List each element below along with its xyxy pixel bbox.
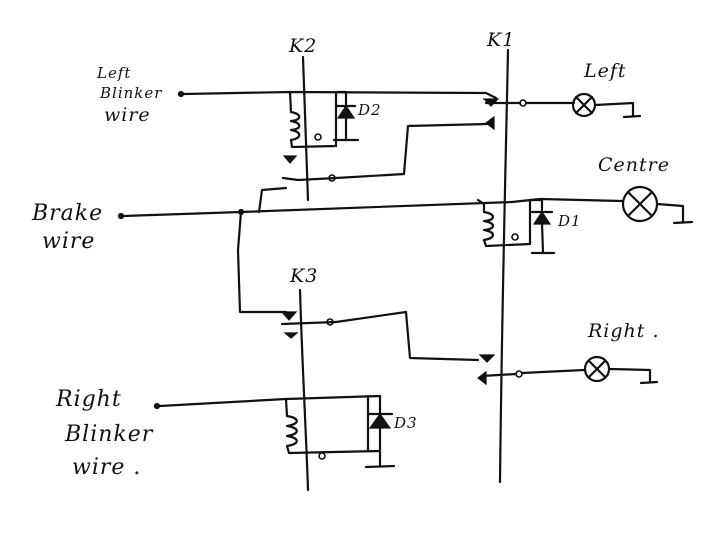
k2-coil [289, 110, 301, 142]
left-blinker-wire [182, 90, 498, 100]
d3-diode [368, 412, 392, 429]
k1-coil [482, 210, 495, 242]
brake-circuit [117, 186, 624, 314]
k1-label: K1 [487, 29, 516, 51]
k3-relay-line [298, 288, 310, 492]
k3-label: K3 [290, 265, 319, 287]
d1-diode [532, 210, 552, 225]
left-blinker-terminal [177, 90, 185, 98]
centre-lamp-label: Centre [598, 154, 670, 176]
right-blinker-wire [158, 394, 382, 408]
left-blinker-circuit [177, 90, 498, 182]
right-blinker-terminal [153, 402, 161, 410]
centre-lamp [621, 185, 694, 225]
left-lamp [571, 92, 642, 119]
d2-diode [336, 104, 356, 119]
left-lamp-label: Left [584, 60, 627, 82]
d2-label: D2 [358, 101, 382, 119]
k3-coil [285, 414, 298, 448]
k1-relay-line [498, 48, 510, 484]
k1-right-contact [477, 368, 586, 386]
brake-wire [122, 200, 514, 218]
brake-terminal [117, 212, 125, 220]
d3-label: D3 [394, 414, 418, 432]
right-blinker-circuit [153, 394, 396, 469]
k3-contacts [280, 310, 496, 363]
k2-relay-line [301, 55, 310, 202]
k1-left-contact [482, 98, 576, 107]
k2-label: K2 [289, 35, 318, 57]
right-lamp [583, 355, 659, 385]
right-lamp-label: Right . [588, 320, 660, 342]
d1-label: D1 [558, 212, 582, 230]
